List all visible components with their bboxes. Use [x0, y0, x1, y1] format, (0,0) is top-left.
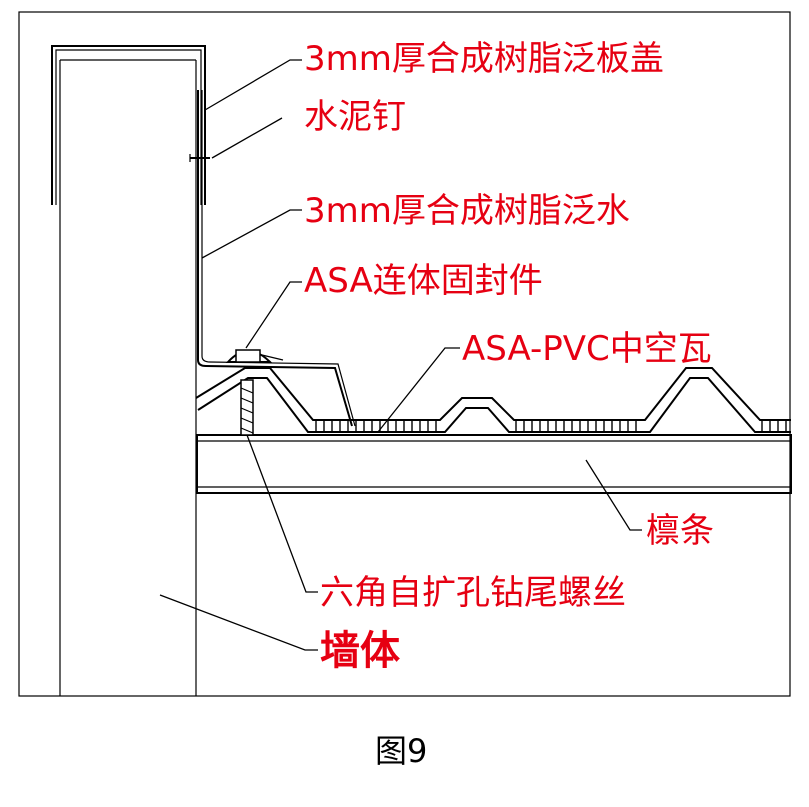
leader-lines	[159, 59, 642, 651]
label-flashing: 3mm厚合成树脂泛水	[304, 191, 630, 231]
purlin	[196, 434, 792, 494]
label-cement-nail: 水泥钉	[304, 97, 406, 137]
cement-nail	[189, 154, 210, 162]
seal-part	[225, 349, 284, 363]
tile-hollow-ribs	[315, 421, 787, 431]
label-flashing-cover: 3mm厚合成树脂泛板盖	[304, 39, 664, 79]
hex-screw	[240, 379, 254, 436]
label-wall: 墙体	[320, 628, 400, 674]
wall	[59, 59, 197, 696]
flashing	[197, 90, 356, 427]
label-purlin: 檩条	[646, 511, 714, 551]
label-roof-tile: ASA-PVC中空瓦	[462, 329, 712, 369]
flashing-cover	[51, 45, 206, 205]
label-seal-part: ASA连体固封件	[304, 261, 543, 301]
figure-caption: 图9	[375, 732, 427, 770]
label-screw: 六角自扩孔钻尾螺丝	[320, 573, 626, 613]
diagram-frame	[18, 11, 791, 697]
roof-tile	[195, 367, 791, 433]
